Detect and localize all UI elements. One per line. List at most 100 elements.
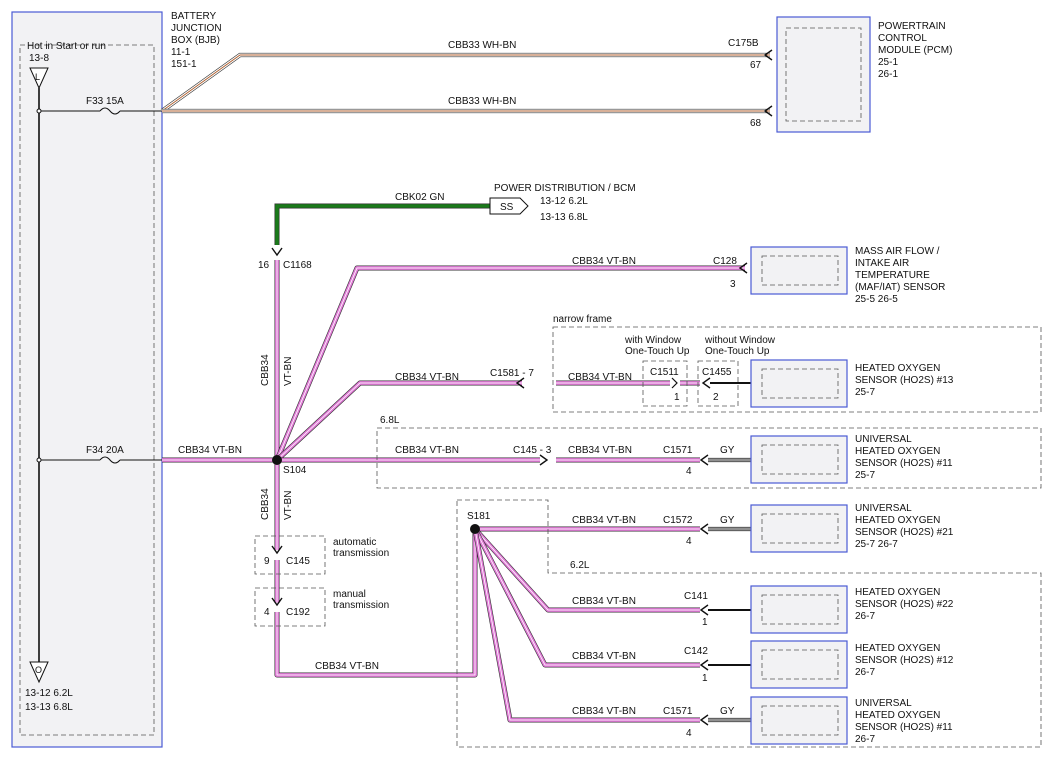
bjb-title-3: BOX (BJB)	[171, 35, 220, 46]
ho2s13-wire-b-label: CBB34 VT-BN	[568, 372, 632, 383]
power-dist-ref-1: 13-12 6.2L	[540, 196, 588, 207]
uho2s21-title-4: 25-7 26-7	[855, 539, 898, 550]
c145-note-1: automatic	[333, 537, 376, 548]
violet-wire-segment	[274, 265, 745, 461]
bottom-wire-label: CBB34 VT-BN	[315, 661, 379, 672]
pcm-title-3: MODULE (PCM)	[878, 45, 952, 56]
pcm-pin-67: 67	[750, 60, 762, 71]
pcm-wire-2-label: CBB33 WH-BN	[448, 96, 516, 107]
ho2s22-title-2: SENSOR (HO2S) #22	[855, 599, 954, 610]
pcm-title-5: 26-1	[878, 69, 898, 80]
s181-b4-wire-label: CBB34 VT-BN	[572, 706, 636, 717]
narrow-frame-label: narrow frame	[553, 314, 612, 325]
fuse-f34-label: F34 20A	[86, 445, 124, 456]
violet-wire-segment	[276, 529, 476, 676]
c141-label: C141	[684, 591, 708, 602]
violet-wire-segment	[473, 528, 700, 722]
green-wire-label: CBK02 GN	[395, 192, 444, 203]
c145-pin: 9	[264, 556, 270, 567]
ho2s12-title-3: 26-7	[855, 667, 875, 678]
c142-label: C142	[684, 646, 708, 657]
uho2s11a-wire-b-label: CBB34 VT-BN	[568, 445, 632, 456]
c1168-pin: 16	[258, 260, 270, 271]
bjb-title-5: 151-1	[171, 59, 197, 70]
violet-wire-segment	[276, 382, 522, 461]
maf-title-5: 25-5 26-5	[855, 294, 898, 305]
with-window-2: One-Touch Up	[625, 346, 690, 357]
bottom-arrow-letter: O	[35, 665, 42, 675]
maf-title-2: INTAKE AIR	[855, 258, 909, 269]
ss-connector-icon	[489, 197, 529, 215]
violet-wire-segment	[474, 528, 700, 666]
c142-pin: 1	[702, 673, 708, 684]
pcm-connector-label: C175B	[728, 38, 759, 49]
pcm-title-2: CONTROL	[878, 33, 927, 44]
c1571b-pin: 4	[686, 728, 692, 739]
c1455-label: C1455	[702, 367, 732, 378]
uho2s11a-group: 6.8L C145 - 3 GY C1571 4 UNIVERSAL HEATE…	[376, 415, 1042, 489]
battery-junction-box: BATTERY JUNCTION BOX (BJB) 11-1 151-1 Ho…	[11, 11, 222, 748]
maf-sensor: C128 3 MASS AIR FLOW / INTAKE AIR TEMPER…	[713, 246, 945, 305]
maf-title-3: TEMPERATURE	[855, 270, 930, 281]
ho2s13-title-1: HEATED OXYGEN	[855, 363, 940, 374]
uho2s21-title-2: HEATED OXYGEN	[855, 515, 940, 526]
c1571b-label: C1571	[663, 706, 693, 717]
c1168-label: C1168	[283, 260, 312, 271]
uho2s11a-title-1: UNIVERSAL	[855, 434, 912, 445]
violet-wire-segment	[276, 267, 745, 461]
c145-label: C145	[286, 556, 310, 567]
c192-label: C192	[286, 607, 310, 618]
bjb-bottom-ref-1: 13-12 6.2L	[25, 688, 73, 699]
uho2s11a-title-2: HEATED OXYGEN	[855, 446, 940, 457]
maf-title-1: MASS AIR FLOW /	[855, 246, 940, 257]
ho2s12-title-1: HEATED OXYGEN	[855, 643, 940, 654]
fuse-f33-label: F33 15A	[86, 96, 124, 107]
uho2s11b-title-2: HEATED OXYGEN	[855, 710, 940, 721]
bjb-title-4: 11-1	[171, 47, 191, 58]
c1572-pin: 4	[686, 536, 692, 547]
vert-wire2-label-a: CBB34	[260, 488, 271, 520]
s181-group: 6.2L S181 GY C1572 4 UNIVERSAL HEATED OX…	[456, 499, 1042, 748]
ho2s22-title-3: 26-7	[855, 611, 875, 622]
violet-wire-segment	[474, 528, 700, 611]
fuse-icon	[99, 456, 121, 464]
frame-68l-label: 6.8L	[380, 415, 400, 426]
violet-wires: CBB34 VT-BN CBB34 VT-BN CBB34 VT-BN CBB3…	[162, 256, 745, 723]
ho2s22-title-1: HEATED OXYGEN	[855, 587, 940, 598]
violet-wire-segment	[474, 528, 700, 721]
s181-b2-wire-label: CBB34 VT-BN	[572, 596, 636, 607]
ho2s13-title-2: SENSOR (HO2S) #13	[855, 375, 954, 386]
c128-label: C128	[713, 256, 737, 267]
ground-triangle-icon	[29, 661, 49, 684]
maf-wire-label: CBB34 VT-BN	[572, 256, 636, 267]
uho2s11b-title-3: SENSOR (HO2S) #11	[855, 722, 953, 733]
ho2s13-wire-a-label: CBB34 VT-BN	[395, 372, 459, 383]
vert-wire2-label-b: VT-BN	[283, 491, 294, 520]
power-feed-triangle-icon	[29, 67, 49, 90]
s181-b3-wire-label: CBB34 VT-BN	[572, 651, 636, 662]
c192-pin: 4	[264, 607, 270, 618]
c1455-pin: 2	[713, 392, 719, 403]
c128-pin: 3	[730, 279, 736, 290]
c1571a-pin: 4	[686, 466, 692, 477]
hot-ref: 13-8	[29, 53, 49, 64]
c1571a-label: C1571	[663, 445, 693, 456]
c192-note-2: transmission	[333, 600, 389, 611]
uho2s21-title-3: SENSOR (HO2S) #21	[855, 527, 954, 538]
transmission-connectors: 9 C145 automatic transmission 4 C192 man…	[254, 535, 389, 627]
uho2s11b-title-4: 26-7	[855, 734, 875, 745]
pcm-pin-68: 68	[750, 118, 762, 129]
uho2s11b-title-1: UNIVERSAL	[855, 698, 912, 709]
uho2s11a-gy: GY	[720, 445, 735, 456]
with-window-1: with Window	[624, 335, 682, 346]
c192-note-1: manual	[333, 589, 366, 600]
power-dist-ref-2: 13-13 6.8L	[540, 212, 588, 223]
main-wire-label: CBB34 VT-BN	[178, 445, 242, 456]
pcm-wires: CBB33 WH-BN CBB33 WH-BN C175B 67 68	[160, 38, 773, 129]
s181-label: S181	[467, 511, 491, 522]
uho2s21-title-1: UNIVERSAL	[855, 503, 912, 514]
without-window-1: without Window	[704, 335, 776, 346]
vert-wire-label-a: CBB34	[260, 354, 271, 386]
s181-b1-wire-label: CBB34 VT-BN	[572, 515, 636, 526]
